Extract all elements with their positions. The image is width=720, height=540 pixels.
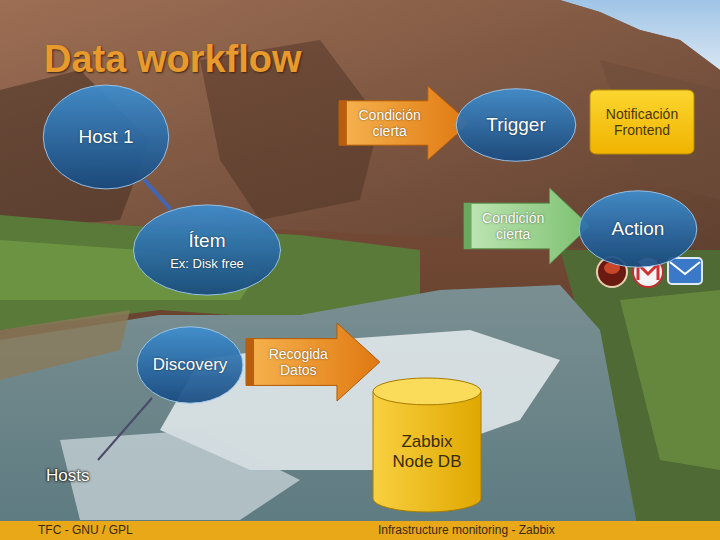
rapids <box>60 430 300 520</box>
text-group: Host 1 <box>79 126 134 148</box>
host-circle: Host 1 <box>42 84 170 190</box>
connector-line <box>144 180 171 210</box>
node-label: Ítem <box>189 230 226 252</box>
node-label: Zabbix Node DB <box>383 432 471 472</box>
circle-fill <box>456 89 576 162</box>
node-label: Trigger <box>486 114 545 136</box>
diagram-title: Data workflow <box>44 38 302 81</box>
node-label: Discovery <box>153 355 228 375</box>
text-group: Condición cierta <box>477 210 550 242</box>
node-label: Recogida Datos <box>259 346 337 378</box>
icon-sms <box>670 262 700 274</box>
text-group: Trigger <box>486 114 545 136</box>
footer-text: TFC - GNU / GPL <box>38 523 133 537</box>
node-label: Condición cierta <box>477 210 550 242</box>
arrow-fill <box>246 323 380 401</box>
text-group: Action <box>612 218 665 240</box>
cylinder-top <box>373 378 481 405</box>
collect-arrow: Recogida Datos <box>246 323 380 401</box>
text-group: Notificación Frontend <box>596 106 688 138</box>
cylinder-body <box>373 391 481 512</box>
trigger-circle: Trigger <box>455 88 577 162</box>
text-group: Zabbix Node DB <box>383 432 471 472</box>
text-group: Discovery <box>153 355 228 375</box>
riverbank <box>0 310 130 380</box>
node-label: Condición cierta <box>352 107 428 139</box>
river <box>0 285 640 540</box>
leader-line <box>98 398 152 460</box>
node-label: Host 1 <box>79 126 134 148</box>
database-cylinder: Zabbix Node DB <box>373 378 481 512</box>
node-label: Action <box>612 218 665 240</box>
arrow-fill <box>464 188 590 264</box>
connector <box>144 180 171 210</box>
cliff <box>0 0 720 260</box>
circle-fill <box>134 205 281 295</box>
footer-bar <box>0 521 720 540</box>
arrow-fill <box>339 86 470 160</box>
arrow-notch <box>339 101 347 145</box>
arrow-notch <box>246 339 254 386</box>
icon-sms <box>668 258 702 284</box>
arrow-notch <box>464 203 472 249</box>
condition-arrow: Condición cierta <box>339 86 470 160</box>
text-group: ÍtemEx: Disk free <box>170 230 244 271</box>
discovery-circle: Discovery <box>136 326 244 404</box>
circle-fill <box>579 191 697 267</box>
condition-arrow: Condición cierta <box>464 188 590 264</box>
notification-box: Notificación Frontend <box>590 90 694 154</box>
text-group: Recogida Datos <box>259 346 337 378</box>
action-circle: Action <box>578 190 698 268</box>
vegetation <box>620 290 720 470</box>
footer-text: Infrastructure monitoring - Zabbix <box>378 523 555 537</box>
group-label: Hosts <box>46 466 89 486</box>
item-circle: ÍtemEx: Disk free <box>132 204 282 296</box>
text-group: Condición cierta <box>352 107 428 139</box>
note-fill <box>590 90 694 154</box>
node-label: Notificación Frontend <box>596 106 688 138</box>
node-note: Ex: Disk free <box>170 256 244 271</box>
circle-fill <box>137 327 243 403</box>
circle-fill <box>43 85 168 189</box>
